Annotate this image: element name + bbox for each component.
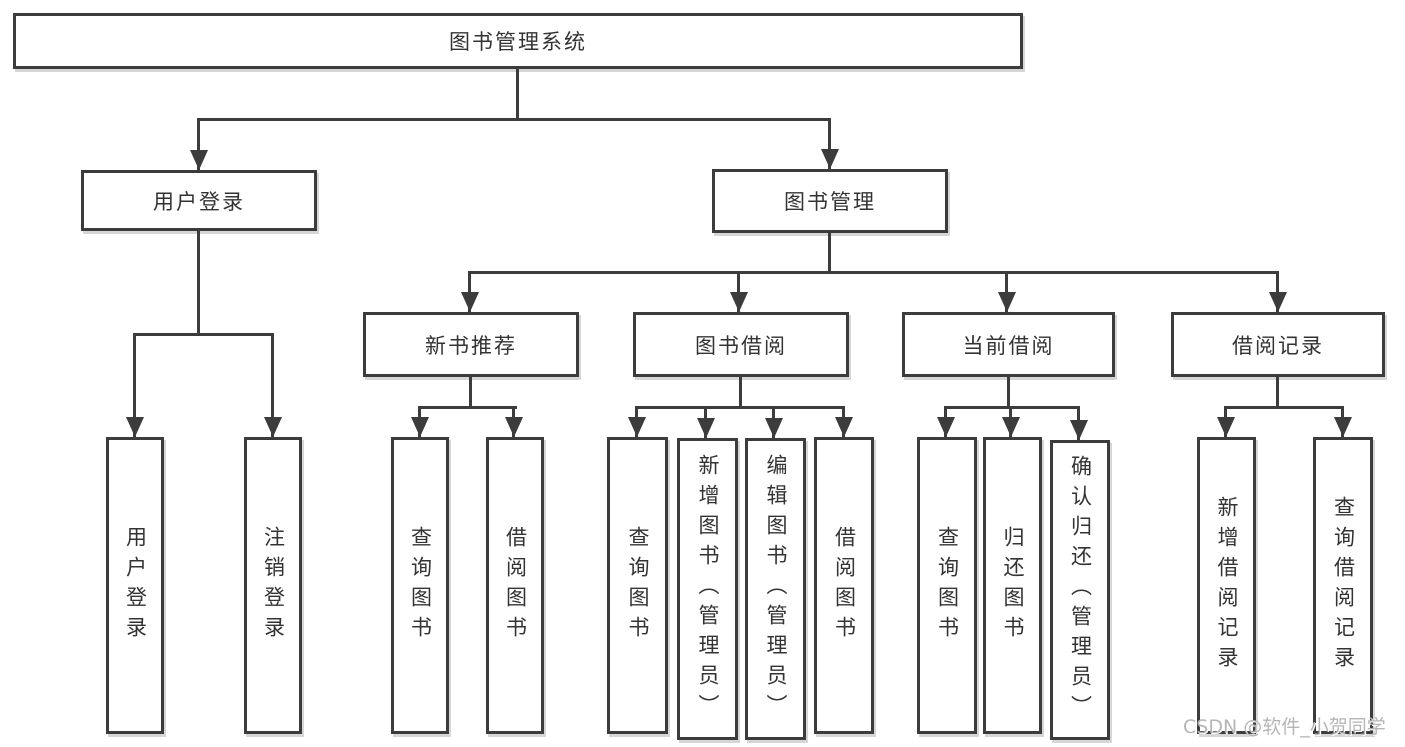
connector-arrow-recommend-query — [418, 407, 421, 437]
leaf-borrow-books-borrowing: 借阅图书 — [814, 437, 874, 734]
leaf-confirm-return-admin: 确认归还（管理员） — [1050, 440, 1110, 740]
connector-line-root-stub — [516, 69, 519, 120]
node-new-book-recommend: 新书推荐 — [363, 312, 579, 377]
connector-arrow-current-query — [944, 407, 947, 437]
connector-arrow-borrowing-borrow — [842, 407, 845, 437]
connector-line-user-login-rail — [133, 333, 274, 336]
connector-line-borrowing-rail — [635, 406, 845, 409]
node-book-management: 图书管理 — [712, 169, 948, 233]
node-library-management-system: 图书管理系统 — [13, 13, 1023, 69]
leaf-logout-login: 注销登录 — [244, 437, 302, 734]
connector-line-recommend-rail — [418, 406, 517, 409]
leaf-query-books-recommend: 查询图书 — [391, 437, 449, 734]
connector-arrow-records-add — [1224, 407, 1227, 437]
connector-arrow-current-confirm — [1077, 407, 1080, 440]
connector-line-records-rail — [1224, 406, 1344, 409]
leaf-user-login: 用户登录 — [106, 437, 164, 734]
connector-line-records-stub — [1276, 375, 1279, 408]
connector-line-borrowing-stub — [739, 375, 742, 408]
connector-arrow-to-new-book-recommend — [468, 272, 471, 312]
csdn-watermark: CSDN @软件_小贺同学 — [1183, 716, 1386, 738]
leaf-add-borrow-record: 新增借阅记录 — [1197, 437, 1256, 734]
connector-arrow-to-user-login — [197, 119, 200, 170]
node-current-borrowing: 当前借阅 — [902, 312, 1115, 377]
leaf-query-borrow-record: 查询借阅记录 — [1313, 437, 1373, 734]
connector-arrow-to-current-borrowing — [1005, 272, 1008, 312]
connector-arrow-current-return — [1009, 407, 1012, 437]
connector-arrow-recommend-borrow — [512, 407, 515, 437]
connector-arrow-to-book-management — [828, 119, 831, 169]
connector-line-user-login-stub — [197, 229, 200, 335]
node-borrowing-records: 借阅记录 — [1171, 312, 1385, 377]
leaf-edit-books-admin: 编辑图书（管理员） — [745, 438, 806, 740]
node-user-login: 用户登录 — [81, 170, 317, 231]
connector-line-current-stub — [1007, 375, 1010, 408]
connector-arrow-borrowing-add — [704, 407, 707, 438]
connector-arrow-to-leaf-user-login — [133, 334, 136, 437]
connector-line-recommend-stub — [469, 375, 472, 408]
connector-line-current-rail — [944, 406, 1080, 409]
leaf-query-books-current: 查询图书 — [917, 437, 977, 734]
connector-arrow-records-query — [1341, 407, 1344, 437]
leaf-query-books-borrowing: 查询图书 — [607, 437, 668, 734]
leaf-add-books-admin: 新增图书（管理员） — [677, 438, 738, 740]
connector-line-book-mgmt-stub — [828, 233, 831, 274]
connector-arrow-to-leaf-logout — [271, 334, 274, 437]
connector-line-root-rail — [197, 118, 831, 121]
connector-arrow-borrowing-query — [635, 407, 638, 437]
leaf-return-books: 归还图书 — [983, 437, 1042, 734]
connector-arrow-borrowing-edit — [772, 407, 775, 438]
connector-arrow-to-book-borrowing — [737, 272, 740, 312]
node-book-borrowing: 图书借阅 — [633, 312, 849, 377]
leaf-borrow-books-recommend: 借阅图书 — [486, 437, 544, 734]
connector-arrow-to-borrowing-records — [1276, 272, 1279, 312]
connector-line-book-mgmt-rail — [468, 271, 1279, 274]
